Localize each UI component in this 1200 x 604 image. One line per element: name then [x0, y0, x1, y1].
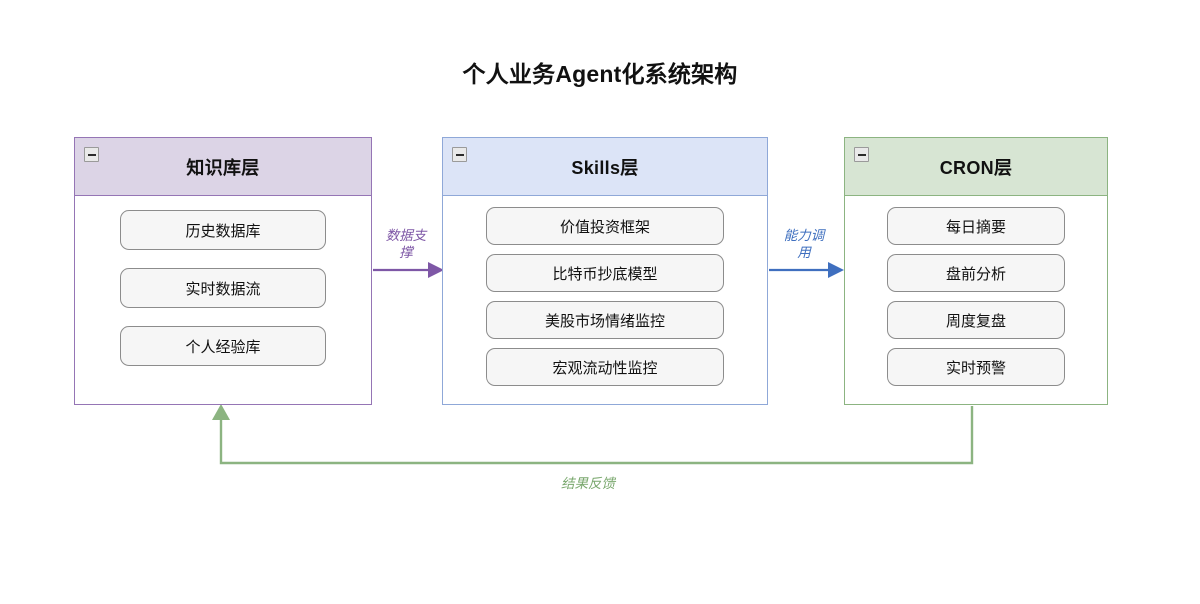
node-history-db[interactable]: 历史数据库 [120, 210, 326, 250]
layer-cron-body: 每日摘要 盘前分析 周度复盘 实时预警 [845, 196, 1107, 395]
minus-icon-bar [87, 153, 96, 156]
layer-cron[interactable]: CRON层 每日摘要 盘前分析 周度复盘 实时预警 [844, 137, 1108, 405]
node-realtime-stream[interactable]: 实时数据流 [120, 268, 326, 308]
layer-skills-title: Skills层 [571, 157, 639, 178]
layer-cron-header: CRON层 [845, 138, 1107, 196]
minus-icon-bar [455, 153, 464, 156]
layer-skills-header: Skills层 [443, 138, 767, 196]
edge-support-arrow [373, 262, 444, 278]
minus-icon[interactable] [854, 147, 869, 162]
page-title: 个人业务Agent化系统架构 [462, 61, 738, 87]
node-macro-liquidity-monitor[interactable]: 宏观流动性监控 [486, 348, 724, 386]
edge-label-support: 数据支 撑 [385, 228, 427, 260]
edge-label-invoke: 能力调 用 [783, 228, 825, 260]
edge-invoke-arrow [769, 262, 844, 278]
layer-knowledge-header: 知识库层 [75, 138, 371, 196]
layer-skills[interactable]: Skills层 价值投资框架 比特币抄底模型 美股市场情绪监控 宏观流动性监控 [442, 137, 768, 405]
node-realtime-alert[interactable]: 实时预警 [887, 348, 1065, 386]
node-us-sentiment-monitor[interactable]: 美股市场情绪监控 [486, 301, 724, 339]
node-weekly-review[interactable]: 周度复盘 [887, 301, 1065, 339]
node-value-investing[interactable]: 价值投资框架 [486, 207, 724, 245]
layer-knowledge-body: 历史数据库 实时数据流 个人经验库 [75, 196, 371, 384]
node-personal-experience[interactable]: 个人经验库 [120, 326, 326, 366]
node-btc-dip-model[interactable]: 比特币抄底模型 [486, 254, 724, 292]
layer-cron-title: CRON层 [939, 157, 1013, 178]
edge-label-feedback: 结果反馈 [561, 476, 615, 491]
edge-feedback-arrow [212, 404, 974, 465]
node-premarket-analysis[interactable]: 盘前分析 [887, 254, 1065, 292]
layer-knowledge-title: 知识库层 [186, 157, 260, 178]
node-daily-summary[interactable]: 每日摘要 [887, 207, 1065, 245]
minus-icon[interactable] [452, 147, 467, 162]
minus-icon[interactable] [84, 147, 99, 162]
layer-skills-body: 价值投资框架 比特币抄底模型 美股市场情绪监控 宏观流动性监控 [443, 196, 767, 395]
layer-knowledge[interactable]: 知识库层 历史数据库 实时数据流 个人经验库 [74, 137, 372, 405]
minus-icon-bar [857, 153, 866, 156]
